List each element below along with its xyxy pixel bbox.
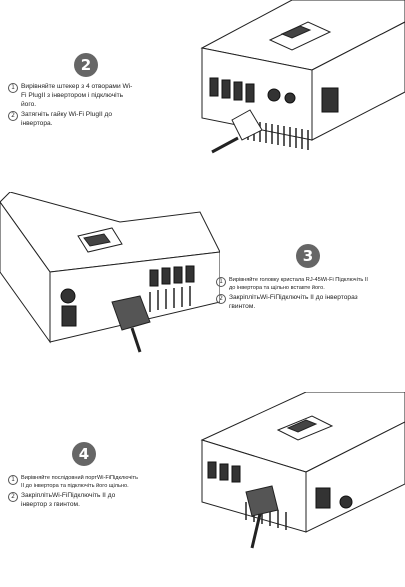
step-4-item-2-marker: 2 (8, 492, 18, 502)
step-4-item-1: 1 Вирівняйте послідовний портWi-FiПідклю… (8, 474, 186, 490)
step-2-item-2-marker: 2 (8, 111, 18, 121)
step-4-badge: 4 (72, 442, 96, 466)
step-4-item-2: 2 ЗакріплітьWi-FiПідключіть II до інверт… (8, 491, 186, 509)
inverter-drawing-3 (0, 192, 220, 353)
inverter-drawing-4 (200, 392, 405, 549)
step-3-item-2-text: ЗакріплітьWi-FiПідключіть II до інвертор… (229, 294, 358, 301)
step-4-item-2-text: ЗакріплітьWi-FiПідключіть II до (21, 492, 116, 499)
step-2-item-1-marker: 1 (8, 83, 18, 93)
step-2-item-1: 1 Вирівняйте штекер з 4 отворами Wi- Fi … (8, 82, 178, 109)
step-3-item-1-marker: 1 (216, 277, 226, 287)
step-3-item-2: 2 ЗакріплітьWi-FiПідключіть II до інверт… (216, 293, 402, 311)
inverter-drawing-2 (200, 0, 405, 154)
step-4-item-1-text: Вирівняйте послідовний портWi-FiПідключі… (21, 475, 139, 481)
step-4-instructions: 1 Вирівняйте послідовний портWi-FiПідклю… (8, 474, 186, 510)
step-2-instructions: 1 Вирівняйте штекер з 4 отворами Wi- Fi … (8, 82, 178, 129)
step-4-item-2-text-2: інвертор з гвинтом. (21, 501, 80, 508)
step-2-item-2-text: Затягніть гайку Wi-Fi PlugII до (21, 111, 113, 118)
step-3-item-2-text-2: гвинтом. (229, 303, 256, 310)
step-2-item-1-text-3: його. (21, 101, 37, 108)
step-2-item-1-text: Вирівняйте штекер з 4 отворами Wi- (21, 83, 133, 90)
step-3-badge: 3 (296, 244, 320, 268)
step-2-item-2: 2 Затягніть гайку Wi-Fi PlugII до інверт… (8, 110, 178, 128)
step-3-item-1-text: Вирівняйте головку кристала RJ-45Wi-Fi П… (229, 277, 368, 283)
step-3-item-1-text-2: до інвертора та щільно вставте його. (229, 285, 325, 291)
step-4-item-1-marker: 1 (8, 475, 18, 485)
step-3-item-1: 1 Вирівняйте головку кристала RJ-45Wi-Fi… (216, 276, 402, 292)
step-2-badge: 2 (74, 53, 98, 77)
step-2-item-2-text-2: інвертора. (21, 120, 53, 127)
step-4-item-1-text-2: II до інвертора та підключіть його щільн… (21, 483, 129, 489)
inverter-illustration-step-4 (186, 392, 405, 562)
step-3-instructions: 1 Вирівняйте головку кристала RJ-45Wi-Fi… (216, 276, 402, 312)
inverter-illustration-step-3 (0, 192, 220, 362)
step-2-item-1-text-2: Fi PlugII з інвертором і підключіть (21, 92, 124, 99)
inverter-illustration-step-2 (182, 0, 405, 170)
step-3-item-2-marker: 2 (216, 294, 226, 304)
